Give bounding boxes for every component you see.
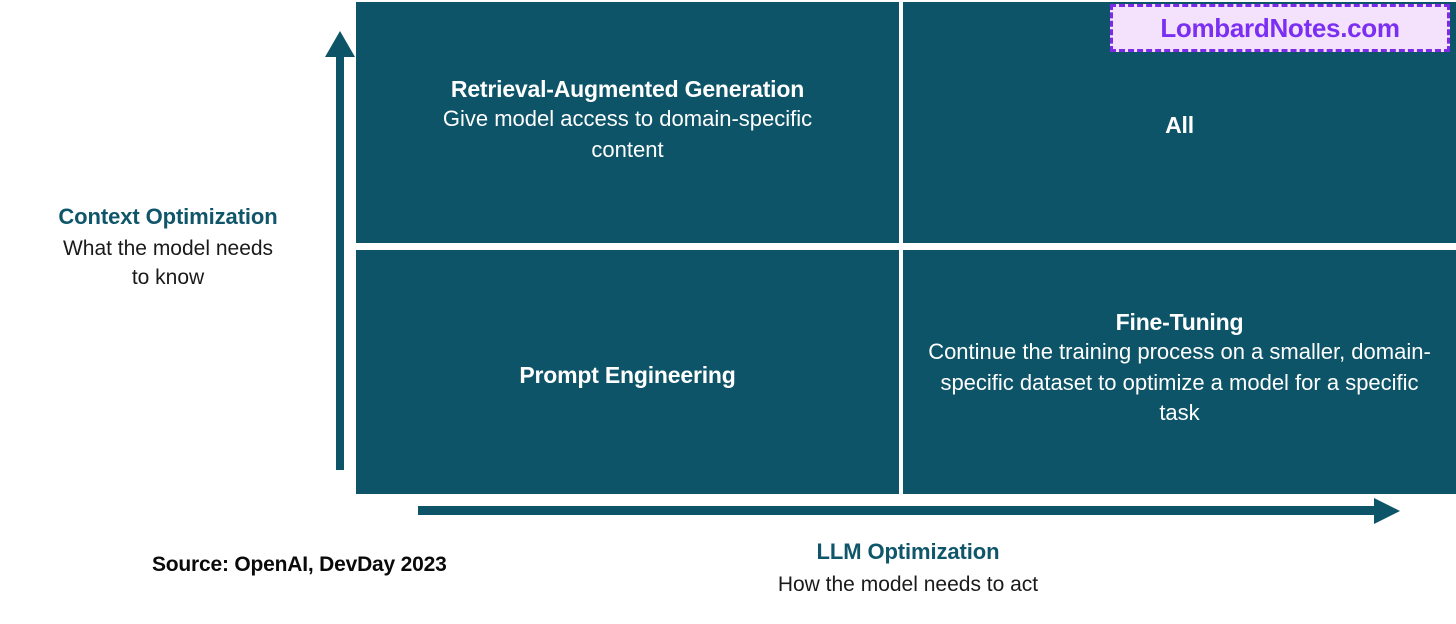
quadrant-fine-tuning: Fine-Tuning Continue the training proces… bbox=[903, 250, 1456, 494]
watermark-text: LombardNotes.com bbox=[1160, 12, 1400, 43]
quadrant-title: All bbox=[1165, 112, 1194, 138]
x-axis-line bbox=[418, 506, 1381, 515]
right-arrow-icon bbox=[1374, 498, 1400, 524]
watermark-badge: LombardNotes.com bbox=[1110, 4, 1450, 52]
quadrant-title: Prompt Engineering bbox=[519, 362, 736, 388]
quadrant-title: Fine-Tuning bbox=[1115, 309, 1244, 335]
up-arrow-icon bbox=[325, 31, 355, 57]
quadrant-prompt-engineering: Prompt Engineering bbox=[356, 250, 899, 494]
quadrant-description: Give model access to domain-specific con… bbox=[442, 106, 813, 162]
y-axis-caption: Context Optimization What the model need… bbox=[18, 203, 318, 293]
quadrant-retrieval-augmented-generation: Retrieval-Augmented Generation Give mode… bbox=[356, 2, 899, 243]
quadrant-description: Continue the training process on a small… bbox=[928, 339, 1431, 426]
quadrant-title: Retrieval-Augmented Generation bbox=[450, 76, 805, 102]
source-note: Source: OpenAI, DevDay 2023 bbox=[152, 553, 447, 576]
x-axis-caption: LLM Optimization How the model needs to … bbox=[690, 538, 1126, 599]
y-axis-line bbox=[336, 54, 344, 470]
y-axis-title: Context Optimization bbox=[58, 204, 278, 229]
x-axis-subtitle: How the model needs to act bbox=[777, 572, 1039, 596]
y-axis-subtitle: What the model needs to know bbox=[62, 236, 274, 290]
x-axis-title: LLM Optimization bbox=[816, 539, 1000, 564]
